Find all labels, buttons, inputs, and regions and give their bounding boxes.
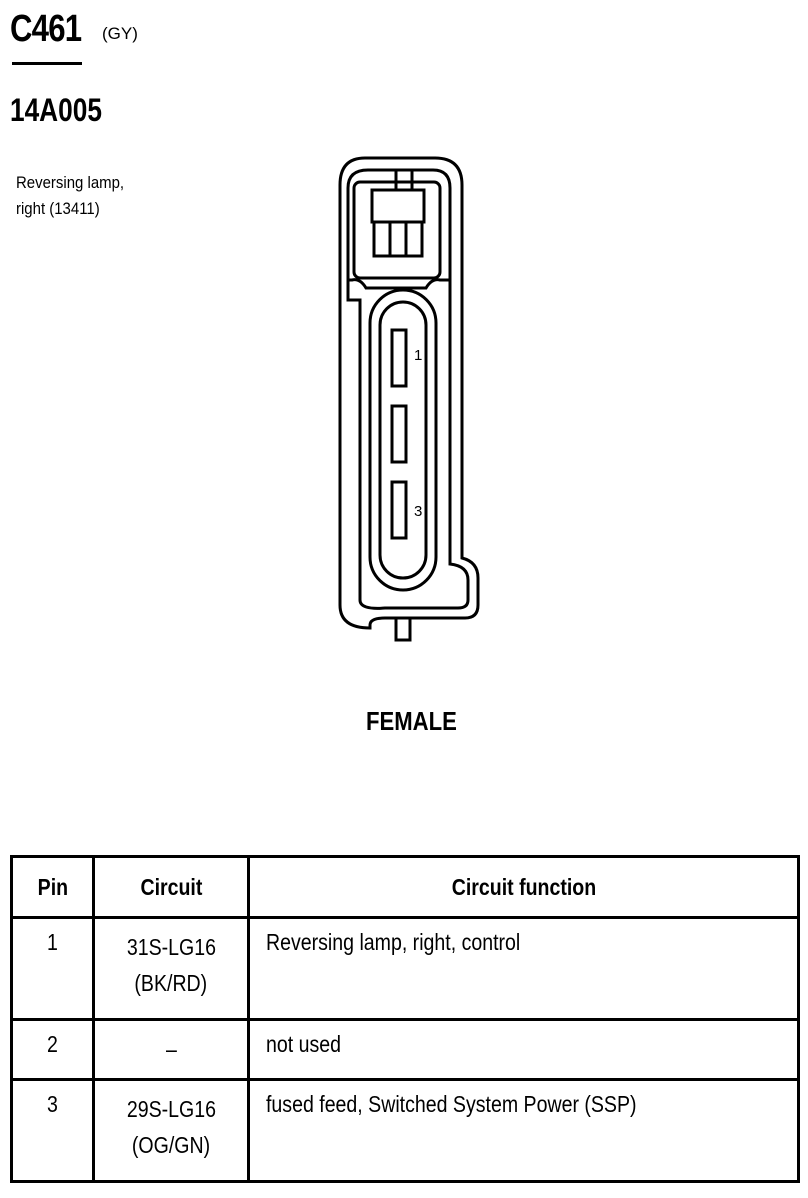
pin-pocket-inner <box>378 300 428 580</box>
latch-tab <box>370 188 426 224</box>
circuit-cell: – <box>92 1018 250 1081</box>
function-cell: not used <box>247 1018 800 1081</box>
terminal-1 <box>390 328 408 388</box>
pin-cell: 3 <box>10 1078 95 1183</box>
connector-gender-label: FEMALE <box>366 706 457 736</box>
connector-id: C461 <box>10 8 82 50</box>
pin-cell: 1 <box>10 916 95 1021</box>
function-cell: Reversing lamp, right, control <box>247 916 800 1021</box>
header-underline <box>12 62 82 65</box>
pin-cell: 2 <box>10 1018 95 1081</box>
table-header-row: Pin Circuit Circuit function <box>10 855 800 919</box>
header-circuit: Circuit <box>92 855 250 919</box>
terminal-2 <box>390 404 408 464</box>
pin-label-1: 1 <box>414 347 422 364</box>
pin-label-3: 3 <box>414 503 422 520</box>
header-pin: Pin <box>10 855 95 919</box>
circuit-cell: 31S-LG16 (BK/RD) <box>92 916 250 1021</box>
collar <box>348 278 450 290</box>
latch-outer <box>352 180 442 280</box>
latch-block <box>372 220 424 258</box>
pin-pocket-outer <box>368 288 438 592</box>
key-stub <box>394 616 412 642</box>
function-cell: fused feed, Switched System Power (SSP) <box>247 1078 800 1183</box>
terminal-3 <box>390 480 408 540</box>
table-row: 2 – not used <box>10 1018 800 1081</box>
description-line-2: right (13411) <box>16 199 100 218</box>
description-line-1: Reversing lamp, <box>16 173 125 192</box>
connector-face-diagram: 1 3 <box>338 156 480 642</box>
table-row: 3 29S-LG16 (OG/GN) fused feed, Switched … <box>10 1078 800 1183</box>
header-circuit-function: Circuit function <box>247 855 800 919</box>
component-description: Reversing lamp, right (13411) <box>16 170 174 222</box>
table-row: 1 31S-LG16 (BK/RD) Reversing lamp, right… <box>10 916 800 1021</box>
pin-table: Pin Circuit Circuit function 1 31S-LG16 … <box>10 855 800 1183</box>
connector-color-code: (GY) <box>102 24 138 43</box>
circuit-cell: 29S-LG16 (OG/GN) <box>92 1078 250 1183</box>
housing-inner <box>346 168 470 610</box>
part-number: 14A005 <box>10 92 102 128</box>
housing-outline <box>338 156 480 630</box>
